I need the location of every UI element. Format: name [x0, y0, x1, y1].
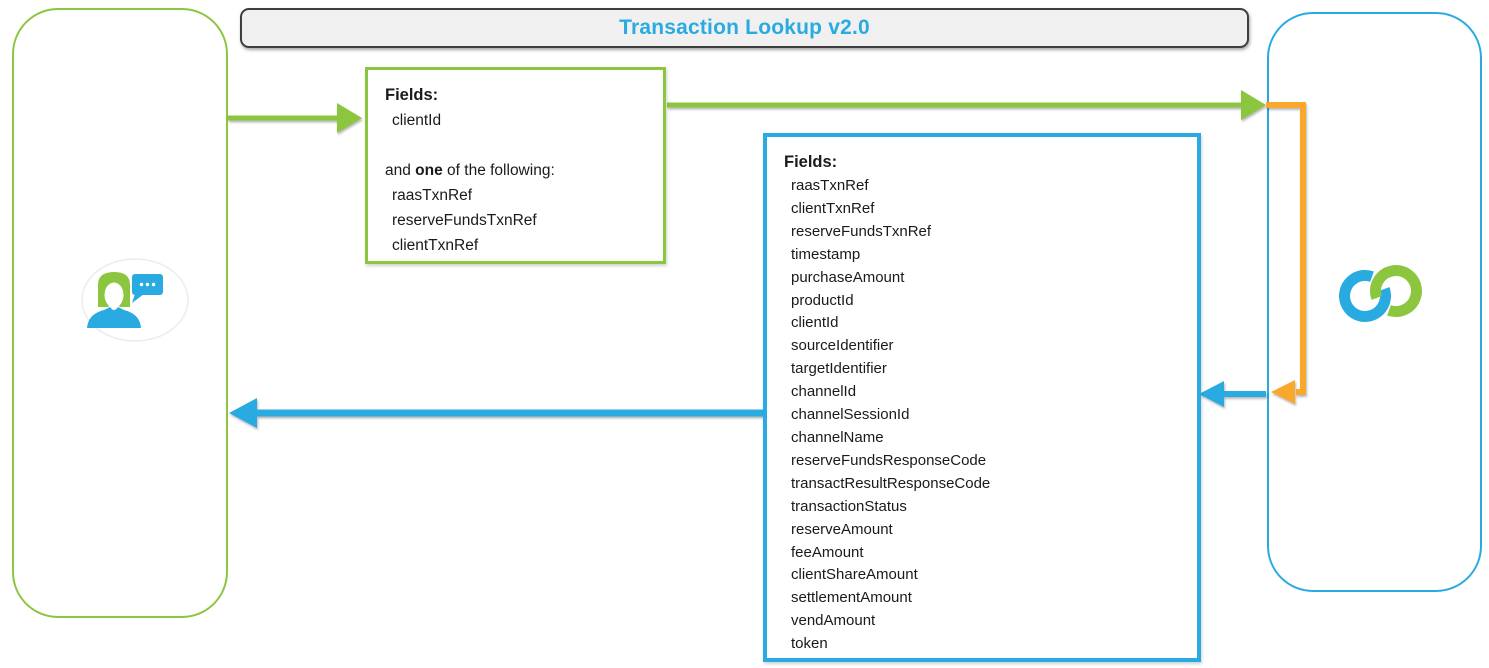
interlocked-rings-logo: [1339, 265, 1422, 322]
field-item: raasTxnRef: [392, 187, 473, 204]
green-ring: [1369, 265, 1422, 318]
request-arrow-fields-to-service: [667, 90, 1266, 120]
field-item: channelSessionId: [791, 406, 910, 424]
speech-bubble: [132, 274, 163, 303]
shoulders-shape: [87, 307, 141, 328]
blue-ring: [1339, 269, 1392, 322]
field-item: feeAmount: [791, 543, 864, 561]
field-item: clientShareAmount: [791, 566, 918, 584]
field-item: channelName: [791, 428, 884, 446]
field-item: clientId: [392, 112, 442, 129]
field-item: timestamp: [791, 245, 861, 263]
field-item: clientTxnRef: [791, 199, 875, 217]
field-item: token: [791, 635, 828, 653]
request-required-field-list: clientId: [385, 108, 655, 133]
response-fields-heading: Fields:: [784, 153, 838, 171]
request-condition-text: and one of the following:: [385, 162, 555, 179]
request-fields-heading: Fields:: [385, 86, 439, 104]
request-fields-box: Fields: clientId and one of the followin…: [365, 67, 666, 264]
request-option-field-list: raasTxnRef reserveFundsTxnRef clientTxnRef: [385, 183, 655, 258]
field-item: channelId: [791, 383, 857, 401]
field-item: clientTxnRef: [392, 237, 479, 254]
field-item: reserveFundsTxnRef: [791, 222, 932, 240]
field-item: settlementAmount: [791, 589, 912, 607]
field-item: transactResultResponseCode: [791, 474, 991, 492]
field-item: targetIdentifier: [791, 360, 887, 378]
field-item: raasTxnRef: [791, 177, 869, 194]
face-shape: [104, 282, 124, 308]
response-field-list: raasTxnRef clientTxnRef reserveFundsTxnRef…: [784, 175, 1189, 656]
response-arrow-service-to-fields: [1199, 381, 1266, 407]
person-with-speech-bubble-icon: [81, 258, 189, 342]
field-item: clientId: [791, 314, 839, 332]
field-item: reserveFundsTxnRef: [392, 212, 537, 229]
field-item: reserveFundsResponseCode: [791, 451, 987, 469]
blank-line: [385, 133, 655, 158]
title-bar: Transaction Lookup v2.0: [240, 8, 1249, 48]
diagram-title: Transaction Lookup v2.0: [619, 16, 870, 39]
field-item: transactionStatus: [791, 497, 907, 515]
field-item: purchaseAmount: [791, 268, 905, 286]
response-fields-box: Fields: raasTxnRef clientTxnRef reserveFun…: [763, 133, 1201, 662]
field-item: productId: [791, 291, 854, 309]
field-item: vendAmount: [791, 612, 876, 630]
response-arrow-fields-to-client: [229, 398, 763, 428]
field-item: sourceIdentifier: [791, 337, 894, 355]
field-item: reserveAmount: [791, 520, 893, 538]
request-arrow-client-to-fields: [228, 103, 362, 133]
